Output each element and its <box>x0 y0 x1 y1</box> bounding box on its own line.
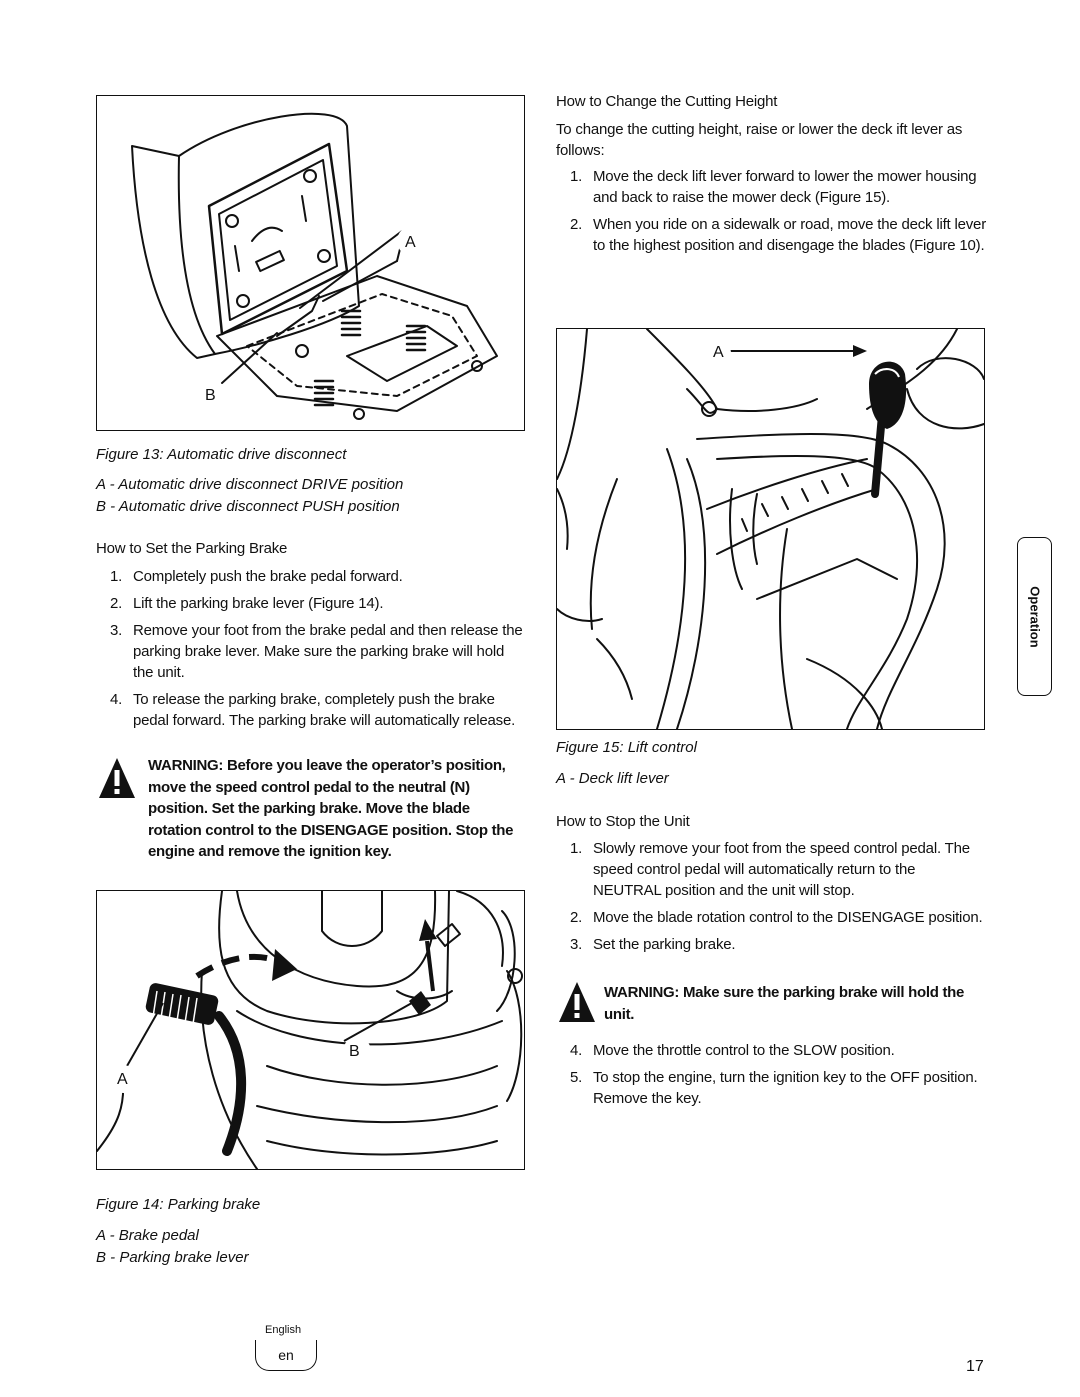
section-tab-label: Operation <box>1027 585 1042 648</box>
parking-brake-heading: How to Set the Parking Brake <box>96 540 288 557</box>
list-item: 4. Move the throttle control to the SLOW… <box>556 1040 986 1061</box>
step-text: . Make sure the parking brake will hold … <box>133 643 505 681</box>
step-number: 3. <box>110 622 123 639</box>
step-text: Move the <box>593 168 658 185</box>
step-number: 1. <box>570 168 583 185</box>
list-item: 3. Remove your foot from the brake pedal… <box>96 620 526 683</box>
term-parking-brake-lever: parking brake lever <box>180 595 305 612</box>
step-number: 5. <box>570 1069 583 1086</box>
step-text: forward to lower the mower housing and b… <box>593 168 977 206</box>
step-text: To release the parking brake, completely… <box>133 691 516 729</box>
step-number: 1. <box>570 840 583 857</box>
list-item: 1. Completely push the brake pedal forwa… <box>96 566 526 587</box>
figure-15-callout-a: A <box>713 344 724 361</box>
stop-unit-steps-a: 1. Slowly remove your foot from the spee… <box>556 838 986 961</box>
warning-triangle-icon <box>559 982 595 1022</box>
intro-text: To change the cutting height, raise or l… <box>556 121 862 138</box>
figure-15-caption: Figure 15: Lift control <box>556 739 697 756</box>
step-number: 2. <box>570 216 583 233</box>
step-text: Slowly remove your foot from the speed c… <box>593 840 970 899</box>
figure-14-legend-b: B - Parking brake lever <box>96 1249 249 1266</box>
term-parking-brake-lever: parking brake lever <box>133 643 256 660</box>
stop-unit-warning: WARNING: Make sure the parking brake wil… <box>604 984 965 1023</box>
stop-unit-heading: How to Stop the Unit <box>556 813 690 830</box>
parking-brake-drawing <box>97 891 523 1169</box>
figure-14-illustration <box>96 890 525 1170</box>
cutting-height-steps: 1. Move the deck lift lever forward to l… <box>556 166 986 262</box>
stop-unit-steps-b: 4. Move the throttle control to the SLOW… <box>556 1040 986 1115</box>
figure-14-legend-a: A - Brake pedal <box>96 1227 199 1244</box>
step-text: Completely push the brake pedal forward. <box>133 568 403 585</box>
drive-disconnect-drawing <box>131 112 498 420</box>
footer-language: English <box>265 1324 302 1336</box>
parking-brake-steps: 1. Completely push the brake pedal forwa… <box>96 566 526 737</box>
parking-brake-warning: WARNING: Before you leave the operator’s… <box>148 757 514 860</box>
step-number: 1. <box>110 568 123 585</box>
step-text: Set the parking brake. <box>593 936 736 953</box>
footer-language-code: en <box>255 1340 317 1371</box>
list-item: 2. When you ride on a sidewalk or road, … <box>556 214 986 256</box>
figure-13-legend-a: A - Automatic drive disconnect DRIVE pos… <box>96 476 404 493</box>
list-item: 1. Slowly remove your foot from the spee… <box>556 838 986 901</box>
figure-13-legend-b: B - Automatic drive disconnect PUSH posi… <box>96 498 400 515</box>
page-number: 17 <box>966 1358 984 1375</box>
lift-control-drawing <box>557 329 984 729</box>
step-number: 3. <box>570 936 583 953</box>
intro-text: as follows: <box>556 121 963 159</box>
step-number: 2. <box>110 595 123 612</box>
figure-14-caption: Figure 14: Parking brake <box>96 1196 261 1213</box>
step-number: 4. <box>110 691 123 708</box>
step-text: Move the throttle control to the SLOW po… <box>593 1042 895 1059</box>
step-text: Move the blade rotation control to the D… <box>593 909 983 926</box>
list-item: 3. Set the parking brake. <box>556 934 986 955</box>
figure-13-caption: Figure 13: Automatic drive disconnect <box>96 446 347 463</box>
list-item: 2. Move the blade rotation control to th… <box>556 907 986 928</box>
step-number: 4. <box>570 1042 583 1059</box>
step-text: (Figure 14). <box>304 595 384 612</box>
figure-13-illustration <box>96 95 525 431</box>
section-tab-operation: Operation <box>1017 537 1052 696</box>
term-deck-lift-lever: deck lift lever <box>657 168 742 185</box>
term-deck-lift-lever: deck ift lever <box>861 121 943 138</box>
step-text: Lift the <box>133 595 181 612</box>
figure-14-callout-a: A <box>117 1071 128 1088</box>
list-item: 2. Lift the parking brake lever (Figure … <box>96 593 526 614</box>
cutting-height-heading: How to Change the Cutting Height <box>556 93 778 110</box>
list-item: 4. To release the parking brake, complet… <box>96 689 526 731</box>
list-item: 1. Move the deck lift lever forward to l… <box>556 166 986 208</box>
step-text: When you ride on a sidewalk or road, mov… <box>593 216 986 254</box>
figure-14-callout-b: B <box>349 1043 360 1060</box>
step-text: Remove your foot from the brake pedal an… <box>133 622 523 639</box>
figure-15-illustration <box>556 328 985 730</box>
step-number: 2. <box>570 909 583 926</box>
cutting-height-intro: To change the cutting height, raise or l… <box>556 119 986 161</box>
figure-13-callout-b: B <box>205 387 216 404</box>
warning-triangle-icon <box>99 758 135 798</box>
list-item: 5. To stop the engine, turn the ignition… <box>556 1067 986 1109</box>
figure-15-legend-a: A - Deck lift lever <box>556 770 669 787</box>
step-text: To stop the engine, turn the ignition ke… <box>593 1069 978 1107</box>
figure-13-callout-a: A <box>405 234 416 251</box>
